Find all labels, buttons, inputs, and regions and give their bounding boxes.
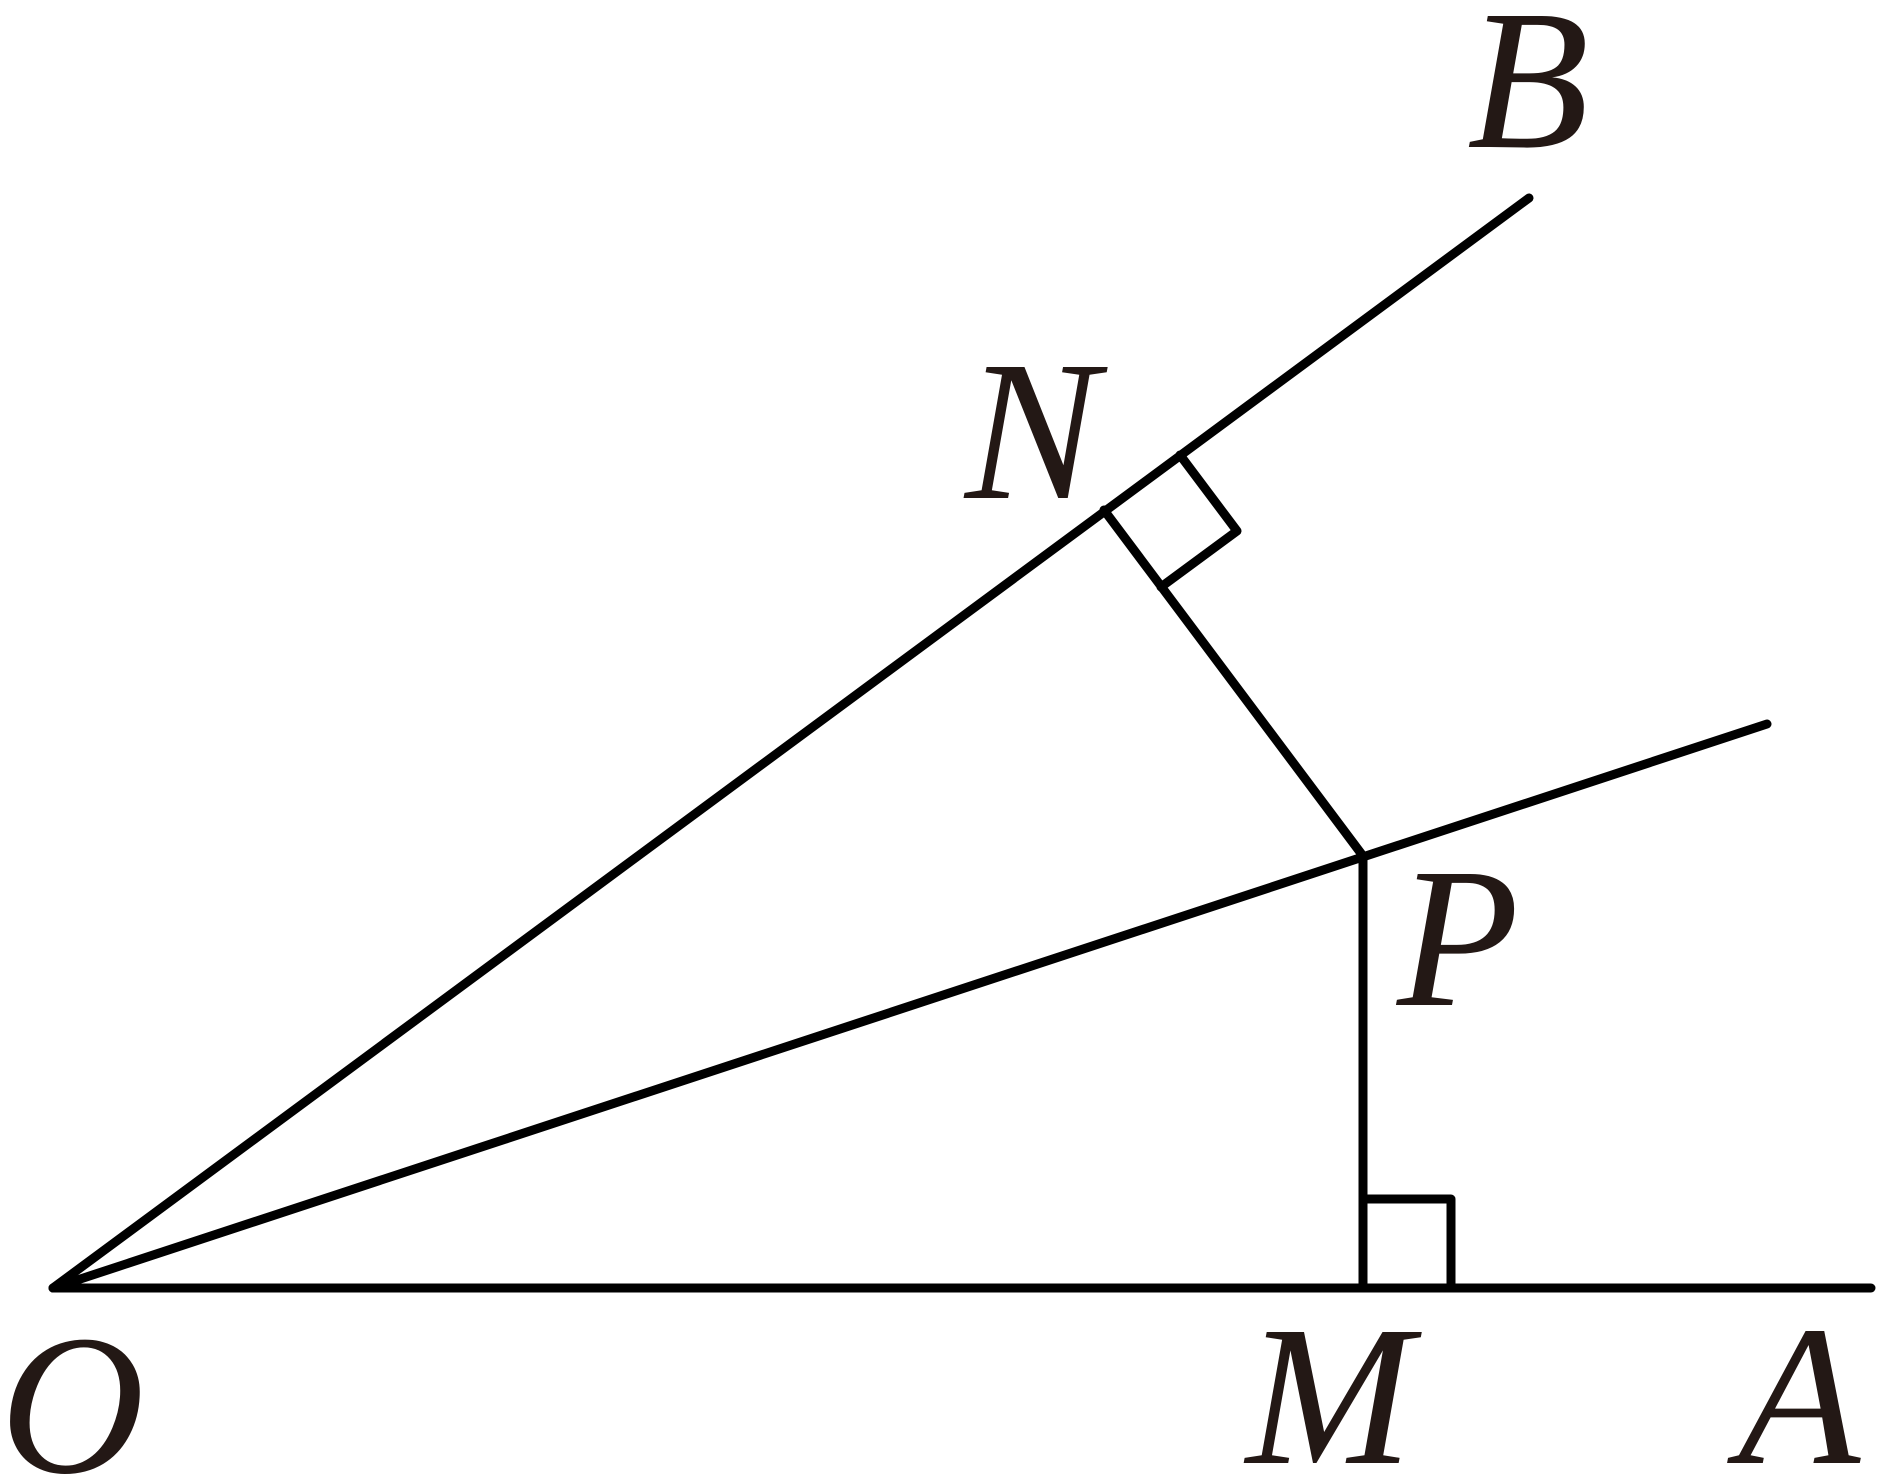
ray-ob <box>48 193 1534 1293</box>
right-angle-mark-n <box>1156 450 1242 592</box>
right-angle-mark-m <box>1358 1194 1456 1293</box>
ray-op-bisector <box>48 719 1772 1293</box>
label-n: N <box>963 321 1108 542</box>
label-b: B <box>1467 0 1589 191</box>
label-m: M <box>1243 1286 1422 1479</box>
label-o: O <box>0 1295 144 1479</box>
label-a: A <box>1727 1286 1861 1479</box>
segment-pn <box>1099 505 1368 861</box>
label-p: P <box>1395 828 1519 1049</box>
